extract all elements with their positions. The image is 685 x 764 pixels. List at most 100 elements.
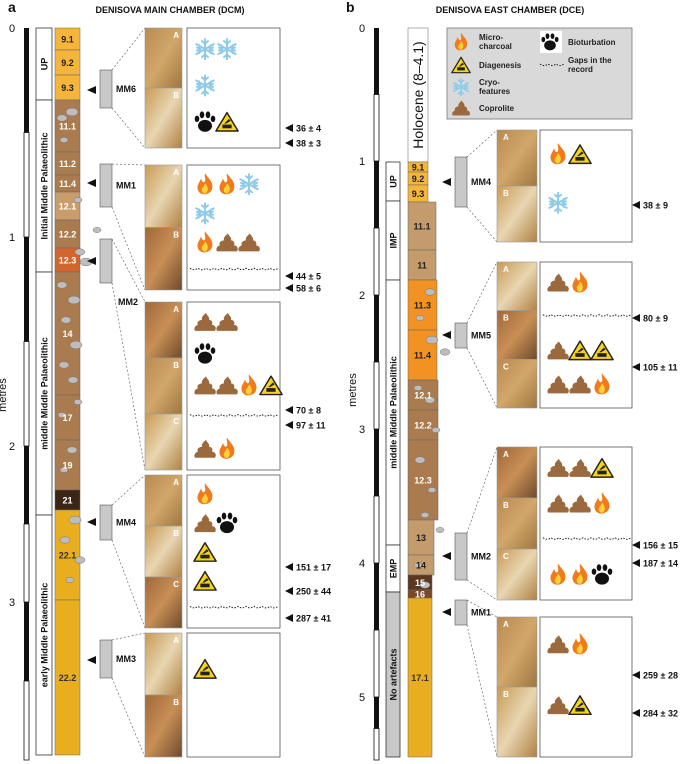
sample-arrow-icon [442, 608, 451, 616]
thin-section-photo [144, 227, 183, 291]
sample-name: MM2 [471, 552, 491, 562]
period-label: EMP [389, 559, 399, 579]
photo-label: A [503, 133, 509, 142]
legend-label-line: Bioturbation [568, 38, 616, 47]
stratigraphic-layer [54, 271, 81, 396]
layer-label: 12.2 [414, 421, 432, 431]
connector-line [111, 107, 146, 149]
date-arrow-icon [632, 671, 640, 679]
stratigraphic-layer [407, 597, 433, 758]
photo-label: B [173, 231, 179, 240]
features-box [186, 632, 281, 758]
gap-in-record-line [542, 314, 632, 317]
photo-label: A [503, 450, 509, 459]
connector-line [111, 474, 146, 506]
stratigraphic-layer [407, 379, 439, 411]
panel-title: DENISOVA MAIN CHAMBER (DCM) [96, 5, 245, 15]
stratigraphic-layer [54, 49, 81, 76]
micromorphology-sample-marker [99, 163, 113, 208]
rock-clast [431, 427, 441, 433]
thin-section-photo [144, 413, 183, 471]
date-arrow-icon [285, 284, 293, 292]
age-estimate: 36 ± 4 [296, 124, 321, 134]
date-arrow-icon [285, 587, 293, 595]
layer-label: 12.2 [59, 230, 77, 240]
stratigraphic-layer [54, 219, 81, 249]
sample-arrow-icon [87, 179, 96, 187]
date-arrow-icon [285, 139, 293, 147]
sample-name: MM2 [118, 297, 138, 307]
rock-clast [425, 335, 439, 345]
legend-label-line: Cryo- [479, 78, 500, 87]
layer-label: 17.1 [411, 673, 429, 683]
rock-clast [415, 315, 425, 321]
photo-label: B [173, 361, 179, 370]
age-estimate: 58 ± 6 [296, 284, 321, 294]
stratigraphic-layer [407, 519, 435, 556]
period-label: early Middle Palaeolithic [40, 583, 50, 688]
photo-label: C [503, 362, 509, 371]
depth-scale-black [374, 161, 379, 228]
connector-line [466, 206, 498, 243]
age-estimate: 156 ± 15 [643, 541, 678, 551]
thin-section-photo [496, 310, 538, 360]
sample-arrow-icon [87, 86, 96, 94]
connector-line [111, 539, 146, 629]
age-estimate: 259 ± 28 [643, 671, 678, 681]
stratigraphic-layer [54, 74, 81, 101]
age-estimate: 70 ± 8 [296, 406, 321, 416]
layer-label: 11.3 [414, 301, 431, 311]
rock-clast [424, 396, 436, 404]
thin-section-photo [496, 185, 538, 243]
stratigraphic-layer [54, 191, 81, 221]
depth-scale-black [374, 429, 379, 496]
photo-label: B [173, 91, 179, 100]
depth-tick-label: 5 [359, 692, 365, 704]
thin-section-photo [144, 576, 183, 629]
period-box [385, 591, 401, 758]
sample-arrow-icon [442, 331, 451, 339]
thin-section-photo [144, 27, 183, 89]
rock-clast [74, 248, 86, 256]
rock-clast [65, 107, 79, 117]
rock-clast [414, 456, 426, 464]
photo-label: A [503, 265, 509, 274]
rock-clast [66, 446, 78, 454]
rock-clast [56, 281, 68, 289]
thin-section-photo [144, 632, 183, 696]
sample-name: MM1 [116, 181, 136, 191]
panel-title: DENISOVA EAST CHAMBER (DCE) [436, 5, 585, 15]
photo-label: A [173, 168, 179, 177]
age-estimate: 105 ± 11 [643, 363, 677, 373]
sample-name: MM4 [471, 177, 491, 187]
connector-line [111, 282, 146, 471]
layer-label: 11 [417, 261, 427, 271]
depth-scale-black [24, 446, 29, 524]
micromorphology-sample-marker [99, 238, 113, 284]
layer-label: 21 [62, 496, 72, 506]
photo-label: B [173, 698, 179, 707]
rock-clast [420, 512, 430, 518]
thin-section-photo [496, 359, 538, 409]
date-arrow-icon [285, 421, 293, 429]
axis-label: metres [0, 378, 9, 412]
micromorphology-sample-marker [454, 156, 468, 208]
period-label: Initial Middle Palaeolithic [40, 132, 50, 239]
sample-name: MM5 [471, 331, 491, 341]
axis-label: metres [347, 373, 359, 407]
date-arrow-icon [285, 563, 293, 571]
rock-clast [73, 399, 83, 405]
sample-name: MM1 [471, 608, 491, 618]
date-arrow-icon [285, 124, 293, 132]
depth-scale-white [373, 728, 380, 761]
legend-label-line: features [479, 87, 511, 96]
photo-label: B [173, 529, 179, 538]
rock-clast [59, 536, 71, 544]
thin-section-photo [496, 129, 538, 187]
photo-label: A [173, 478, 179, 487]
layer-label: 9.1 [61, 35, 74, 45]
stratigraphic-layer [407, 279, 438, 331]
features-box [539, 616, 633, 758]
depth-tick-label: 1 [9, 232, 15, 244]
